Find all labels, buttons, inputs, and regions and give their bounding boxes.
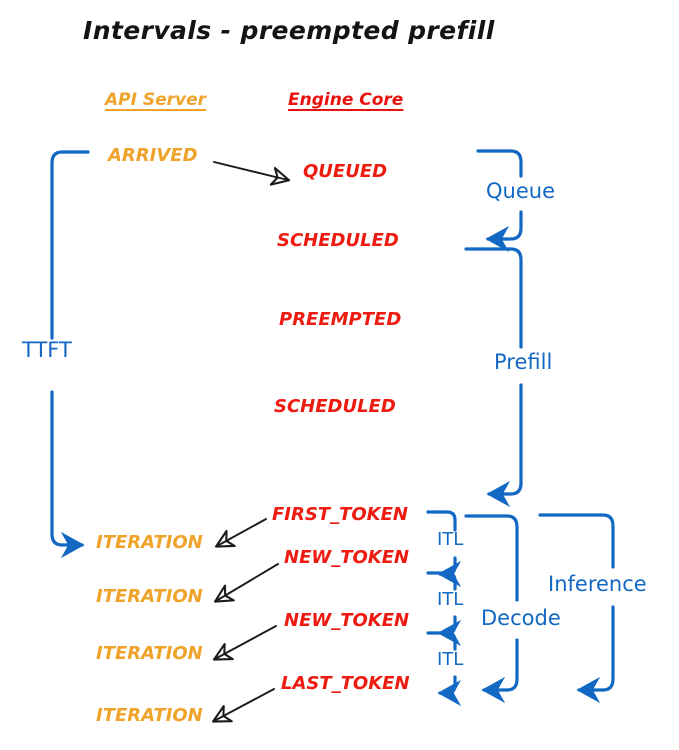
interval-label-ttft: TTFT — [22, 338, 72, 362]
interval-label-itl-2: ITL — [437, 589, 464, 610]
interval-bracket-ttft — [50, 150, 90, 559]
event-queued: QUEUED — [303, 161, 388, 182]
event-iteration-1: ITERATION — [96, 532, 203, 553]
interval-label-itl-3: ITL — [437, 649, 464, 670]
transition-arrow-last-token-iteration-4 — [211, 688, 275, 723]
event-iteration-2: ITERATION — [96, 586, 203, 607]
event-iteration-4: ITERATION — [96, 705, 203, 726]
interval-bracket-inference — [538, 513, 615, 704]
event-iteration-3: ITERATION — [96, 643, 203, 664]
interval-bracket-queue — [476, 149, 523, 253]
interval-bracket-decode — [464, 514, 519, 704]
transition-arrow-arrived-queued — [213, 161, 291, 186]
event-first-token: FIRST_TOKEN — [272, 504, 408, 525]
interval-label-itl-1: ITL — [437, 529, 464, 550]
transition-arrow-new-token-2-iteration-3 — [212, 625, 277, 661]
event-last-token: LAST_TOKEN — [281, 673, 410, 694]
event-scheduled-2: SCHEDULED — [274, 396, 396, 417]
transition-arrow-first-token-iteration-1 — [214, 518, 267, 548]
diagram-title: Intervals - preempted prefill — [83, 16, 495, 45]
interval-bracket-prefill — [464, 247, 523, 508]
event-preempted: PREEMPTED — [279, 309, 402, 330]
event-arrived: ARRIVED — [108, 145, 198, 166]
transition-arrow-new-token-1-iteration-2 — [213, 563, 279, 603]
interval-label-inference: Inference — [548, 572, 647, 596]
column-header-engine-core: Engine Core — [288, 90, 404, 110]
interval-bracket-itl-3 — [426, 631, 462, 707]
event-new-token-2: NEW_TOKEN — [284, 610, 410, 631]
event-new-token-1: NEW_TOKEN — [284, 547, 410, 568]
event-scheduled-1: SCHEDULED — [277, 230, 399, 251]
column-header-api-server: API Server — [105, 90, 207, 110]
interval-label-decode: Decode — [481, 606, 561, 630]
interval-label-queue: Queue — [486, 179, 555, 203]
interval-label-prefill: Prefill — [494, 350, 553, 374]
